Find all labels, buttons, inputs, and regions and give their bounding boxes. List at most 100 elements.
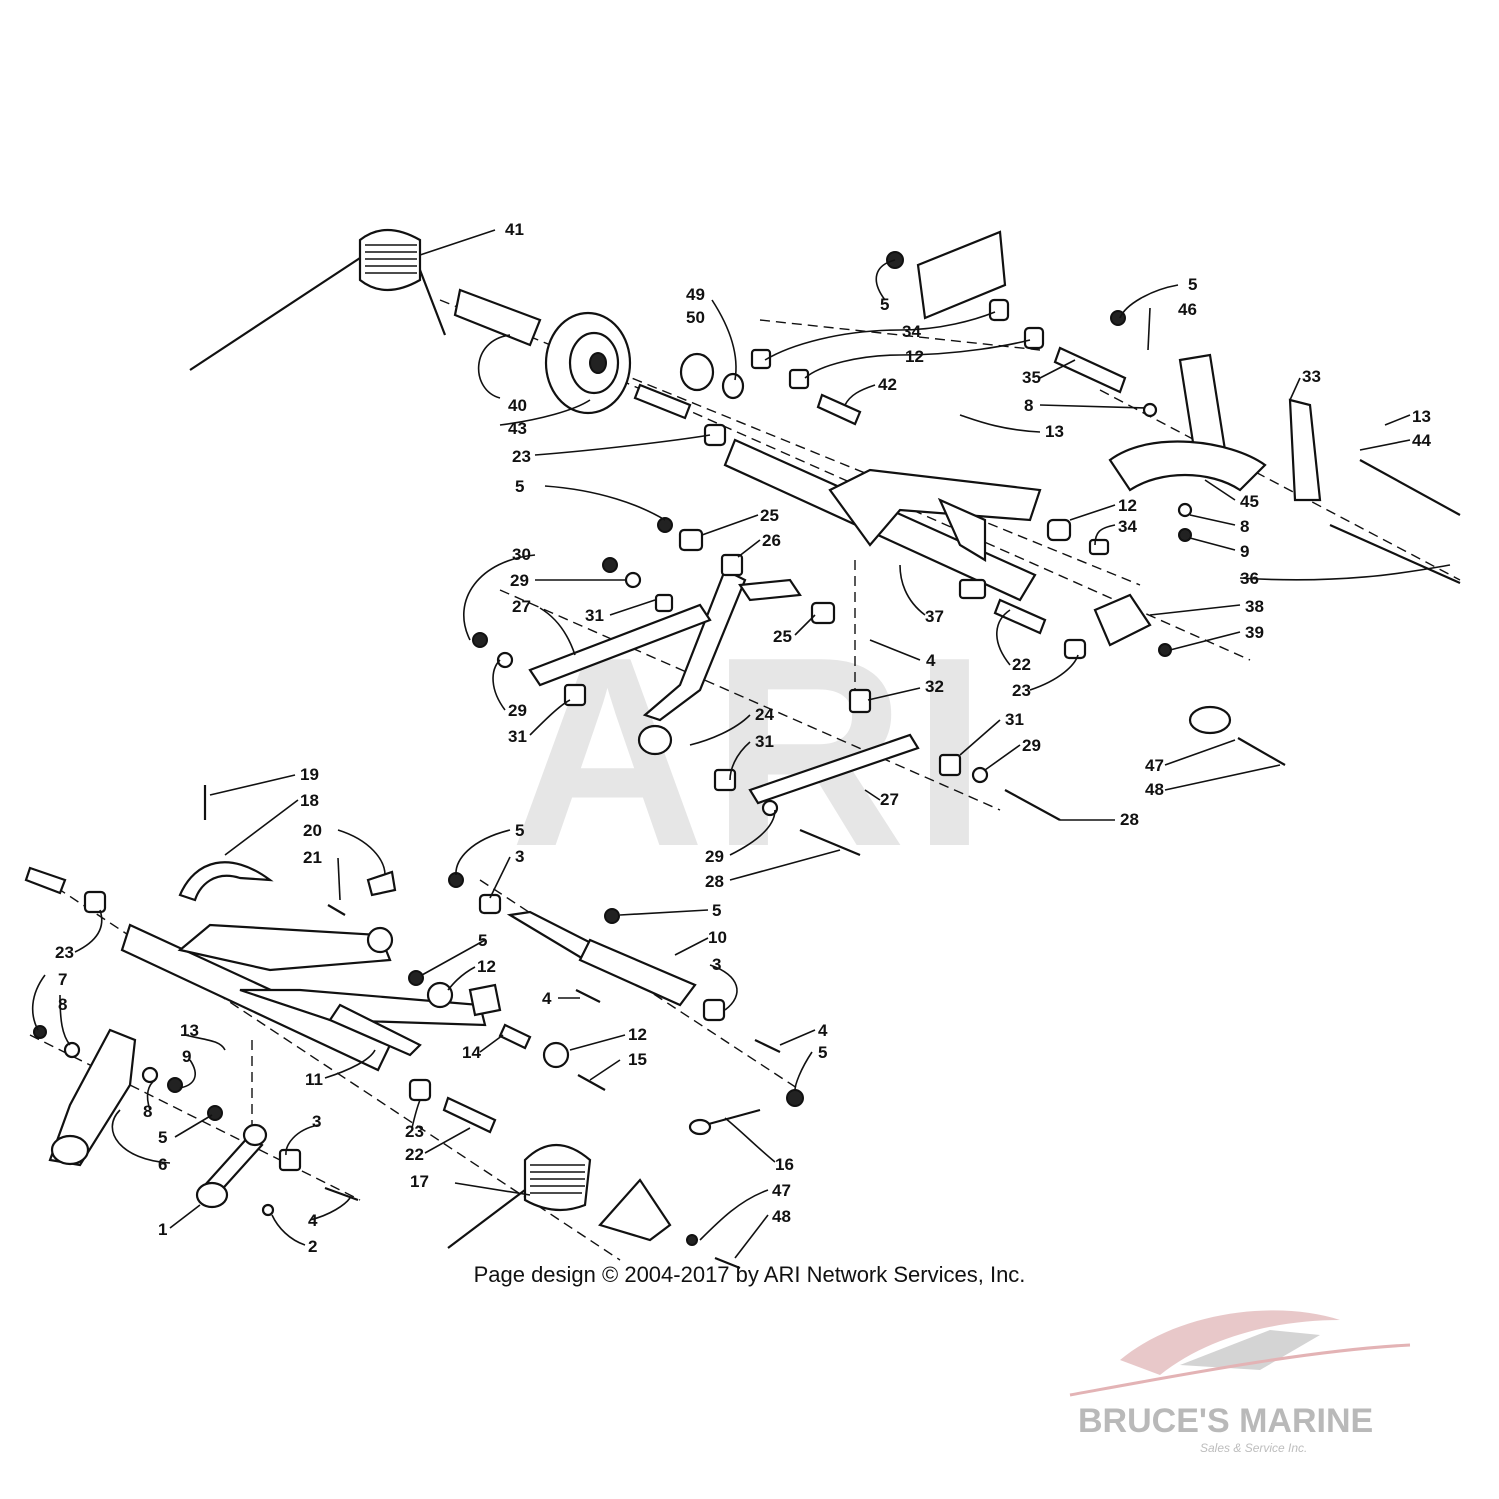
callout-27: 27: [512, 597, 531, 616]
a-arm: [828, 468, 1042, 547]
callout-7: 7: [58, 970, 67, 989]
callout-8: 8: [58, 995, 67, 1014]
callout-18: 18: [300, 791, 319, 810]
callout-31: 31: [755, 732, 774, 751]
callout-29: 29: [508, 701, 527, 720]
callout-22: 22: [1012, 655, 1031, 674]
bearing-49: [679, 352, 715, 392]
spring-bracket: [598, 1178, 672, 1242]
skid-45: [1108, 440, 1267, 492]
callout-35: 35: [1022, 368, 1041, 387]
callout-38: 38: [1245, 597, 1264, 616]
idler-wheel-43: [544, 311, 632, 415]
callout-36: 36: [1240, 569, 1259, 588]
callout-26: 26: [762, 531, 781, 550]
callout-16: 16: [775, 1155, 794, 1174]
callout-25: 25: [760, 506, 779, 525]
shock-absorber-10: [506, 910, 697, 1007]
plate-38: [1093, 593, 1152, 647]
callout-4: 4: [926, 651, 936, 670]
cap-20: [366, 870, 397, 897]
callout-5: 5: [515, 821, 524, 840]
callout-19: 19: [300, 765, 319, 784]
callout-29: 29: [705, 847, 724, 866]
rear-idler-assembly: [189, 229, 1461, 857]
callout-47: 47: [772, 1181, 791, 1200]
callout-29: 29: [510, 571, 529, 590]
callout-39: 39: [1245, 623, 1264, 642]
callout-23: 23: [512, 447, 531, 466]
dealer-name: BRUCE'S MARINE: [1078, 1402, 1373, 1440]
tie-rod-27-lower: [748, 733, 920, 805]
callout-23: 23: [1012, 681, 1031, 700]
callout-12: 12: [628, 1025, 647, 1044]
callout-5: 5: [515, 477, 524, 496]
boat-swoosh-icon: [1120, 1310, 1340, 1375]
callout-6: 6: [158, 1155, 167, 1174]
torsion-spring-17: [447, 1144, 592, 1249]
callout-23: 23: [405, 1122, 424, 1141]
callout-20: 20: [303, 821, 322, 840]
callout-13: 13: [1045, 422, 1064, 441]
callout-34: 34: [1118, 517, 1137, 536]
callout-42: 42: [878, 375, 897, 394]
callout-31: 31: [585, 606, 604, 625]
callout-31: 31: [1005, 710, 1024, 729]
callout-21: 21: [303, 848, 322, 867]
shaft-42: [816, 393, 862, 426]
callout-5: 5: [158, 1128, 167, 1147]
mounting-bracket: [916, 230, 1007, 320]
callout-25: 25: [773, 627, 792, 646]
callout-23: 23: [55, 943, 74, 962]
callout-3: 3: [312, 1112, 321, 1131]
callout-44: 44: [1412, 431, 1431, 450]
spacer-tube-40: [453, 288, 542, 347]
callout-45: 45: [1240, 492, 1259, 511]
rear-arm-33: [1178, 353, 1227, 457]
callout-11: 11: [305, 1070, 323, 1089]
bolt-44: [1359, 459, 1461, 516]
callout-24: 24: [755, 705, 774, 724]
eyebolt-16: [704, 1108, 761, 1127]
snap-ring-50: [721, 372, 745, 400]
callout-9: 9: [1240, 542, 1249, 561]
callout-5: 5: [478, 931, 487, 950]
callout-48: 48: [1145, 780, 1164, 799]
callout-9: 9: [182, 1047, 191, 1066]
callout-50: 50: [686, 308, 705, 327]
callout-12: 12: [477, 957, 496, 976]
callout-10: 10: [708, 928, 727, 947]
callout-8: 8: [1024, 396, 1033, 415]
callout-5: 5: [880, 295, 889, 314]
callout-33: 33: [1302, 367, 1321, 386]
callout-48: 48: [772, 1207, 791, 1226]
dealer-logo: BRUCE'S MARINE Sales & Service Inc.: [1069, 1310, 1411, 1455]
callout-14: 14: [462, 1043, 481, 1062]
callout-27: 27: [880, 790, 899, 809]
callout-15: 15: [628, 1050, 647, 1069]
callout-8: 8: [1240, 517, 1249, 536]
callout-47: 47: [1145, 756, 1164, 775]
callout-5: 5: [818, 1043, 827, 1062]
lever-arm-6: [48, 1028, 137, 1167]
front-arm-assembly: [24, 785, 804, 1270]
callout-5: 5: [712, 901, 721, 920]
callout-labels: 41 40 43 49 50 5 34 12 42 23 35 5 46 8 1…: [55, 220, 1431, 1256]
callout-49: 49: [686, 285, 705, 304]
leader-lines: [31, 229, 1451, 1259]
bolt-36: [1329, 523, 1461, 585]
copyright-credit: Page design © 2004-2017 by ARI Network S…: [473, 1262, 1026, 1287]
callout-34: 34: [902, 322, 921, 341]
callout-13: 13: [180, 1021, 199, 1040]
ari-watermark: ARI: [510, 602, 993, 903]
callout-2: 2: [308, 1237, 317, 1256]
dealer-tagline: Sales & Service Inc.: [1200, 1441, 1307, 1455]
callout-17: 17: [410, 1172, 429, 1191]
callout-31: 31: [508, 727, 527, 746]
callout-4: 4: [542, 989, 552, 1008]
callout-29: 29: [1022, 736, 1041, 755]
callout-12: 12: [1118, 496, 1137, 515]
callout-43: 43: [508, 419, 527, 438]
callout-4: 4: [818, 1021, 828, 1040]
